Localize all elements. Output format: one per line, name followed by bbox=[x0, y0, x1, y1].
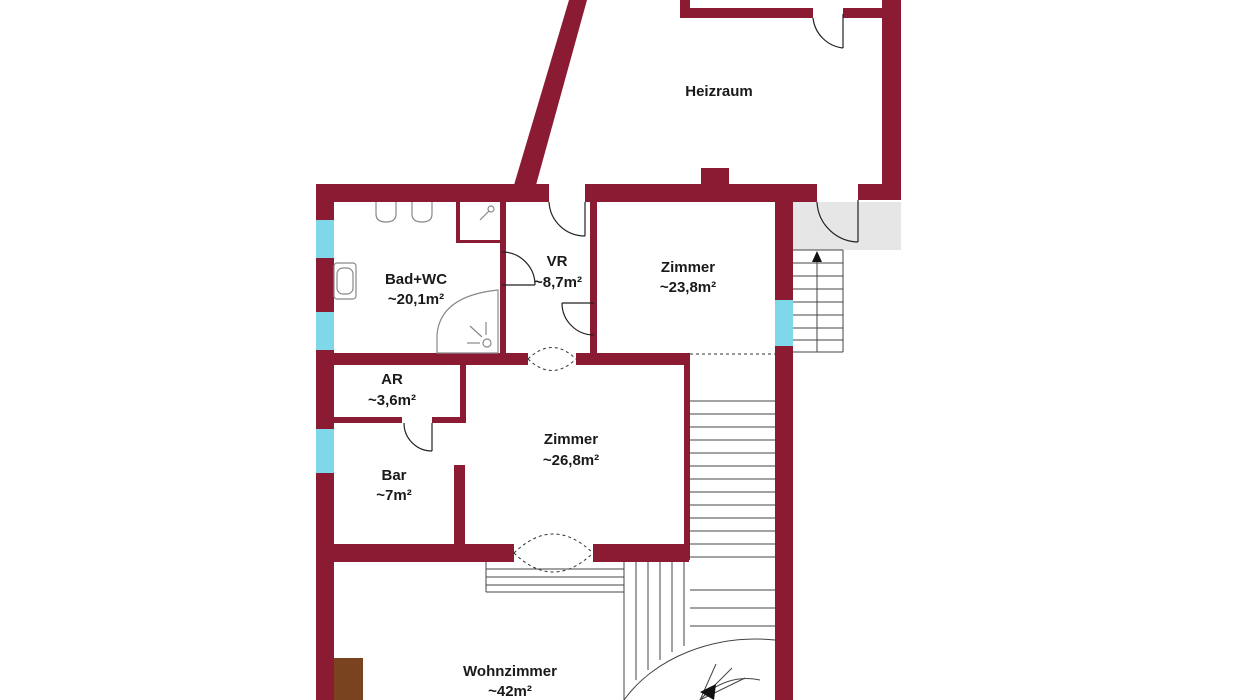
interior-stair bbox=[690, 400, 775, 558]
walls bbox=[316, 0, 901, 700]
entrance-landing bbox=[793, 202, 901, 250]
room-name-heizraum: Heizraum bbox=[685, 83, 753, 100]
window-bad-lower bbox=[316, 312, 334, 350]
doors bbox=[403, 14, 859, 573]
door-zimmer2-top bbox=[527, 347, 577, 371]
stairs bbox=[485, 249, 844, 700]
room-name-wohnzimmer: Wohnzimmer bbox=[463, 663, 557, 680]
corner-shower-icon bbox=[436, 289, 499, 354]
room-area-ar: ~3,6m² bbox=[368, 392, 416, 409]
shower-icon bbox=[479, 205, 495, 221]
room-area-zimmer2: ~26,8m² bbox=[543, 452, 599, 469]
window-zimmer bbox=[775, 300, 793, 346]
exterior-stair bbox=[793, 249, 844, 353]
window-bar bbox=[316, 429, 334, 473]
room-area-bar: ~7m² bbox=[376, 487, 411, 504]
spiral-stair-icon bbox=[623, 562, 776, 700]
room-area-vr: ~8,7m² bbox=[534, 274, 582, 291]
room-name-badwc: Bad+WC bbox=[385, 271, 447, 288]
windows bbox=[316, 220, 793, 473]
window-bad-upper bbox=[316, 220, 334, 258]
room-name-bar: Bar bbox=[381, 467, 406, 484]
door-heizraum-top bbox=[812, 14, 844, 49]
room-name-zimmer2: Zimmer bbox=[544, 431, 598, 448]
bidet-icon bbox=[411, 202, 433, 223]
spiral-arrow-icon bbox=[700, 684, 716, 700]
toilet-icon bbox=[375, 202, 397, 223]
diagonal-wall bbox=[514, 0, 587, 185]
door-bad bbox=[501, 251, 536, 286]
sink-icon bbox=[333, 262, 357, 300]
room-name-ar: AR bbox=[381, 371, 403, 388]
bathroom-fixtures bbox=[333, 202, 499, 354]
door-wohnzimmer bbox=[513, 533, 594, 573]
room-name-vr: VR bbox=[547, 253, 568, 270]
fireplace-icon bbox=[334, 658, 363, 700]
room-area-zimmer1: ~23,8m² bbox=[660, 279, 716, 296]
room-area-wohnzimmer: ~42m² bbox=[488, 683, 532, 700]
door-vr-top bbox=[548, 201, 586, 237]
room-name-zimmer1: Zimmer bbox=[661, 259, 715, 276]
room-area-badwc: ~20,1m² bbox=[388, 291, 444, 308]
stair-arrow-icon bbox=[812, 251, 822, 262]
door-entrance bbox=[816, 200, 859, 243]
small-stair bbox=[485, 562, 625, 593]
room-labels: Heizraum Bad+WC ~20,1m² VR ~8,7m² Zimmer… bbox=[368, 83, 753, 700]
door-zimmer bbox=[561, 302, 595, 336]
door-ar bbox=[403, 422, 433, 452]
